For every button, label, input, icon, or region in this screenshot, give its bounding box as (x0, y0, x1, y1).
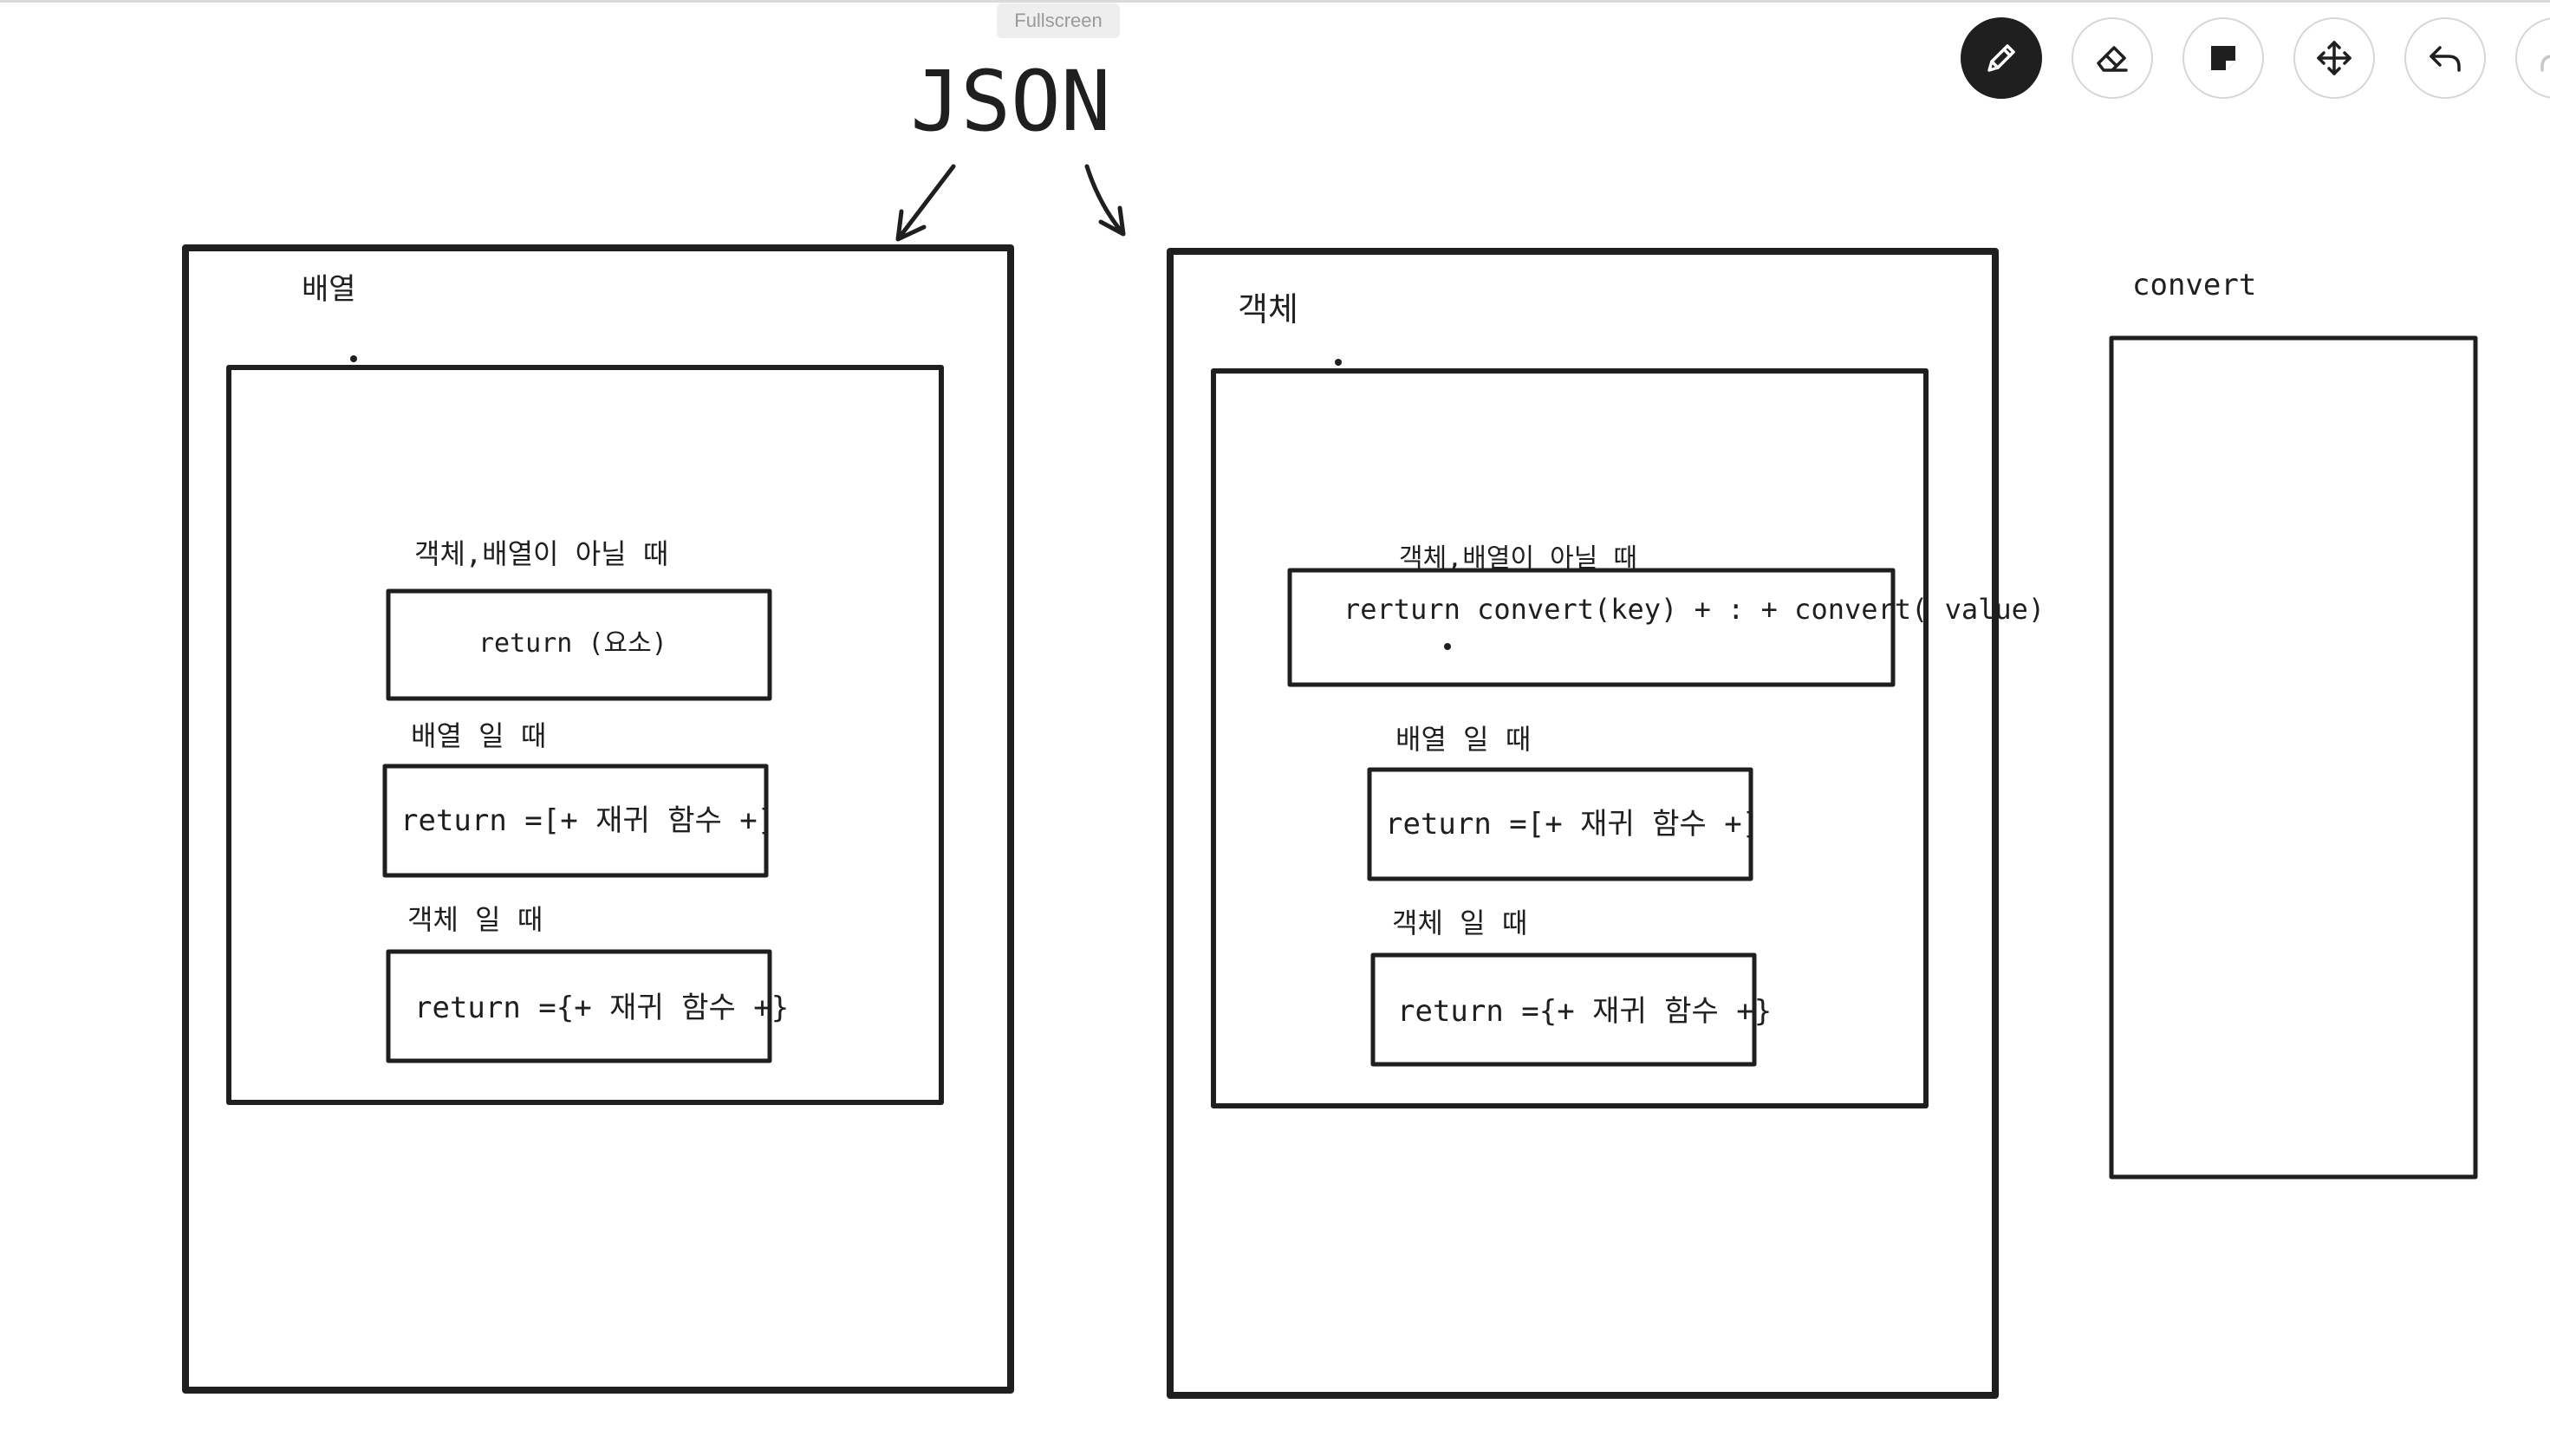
pen-tool-button[interactable] (1961, 17, 2042, 99)
convert-heading: convert (2132, 268, 2256, 302)
move-tool-button[interactable] (2293, 17, 2375, 99)
array-ink-dot (350, 355, 357, 362)
undo-tool-button[interactable] (2404, 17, 2486, 99)
eraser-tool-button[interactable] (2072, 17, 2153, 99)
drawing-toolbar (1961, 17, 2550, 104)
array-outer-frame (182, 244, 1014, 1394)
array-object-box (386, 949, 772, 1063)
object-heading: 객체 (1238, 290, 1298, 328)
object-case-not-object-array: 객체,배열이 아닐 때 (1399, 543, 1637, 574)
object-inner-frame (1211, 368, 1929, 1108)
object-object-box (1370, 952, 1757, 1067)
array-case-array: 배열 일 때 (411, 719, 546, 752)
fullscreen-button[interactable]: Fullscreen (997, 3, 1120, 38)
object-case-array: 배열 일 때 (1395, 723, 1531, 756)
array-heading: 배열 (302, 272, 356, 307)
redo-tool-button[interactable] (2515, 17, 2550, 99)
array-case-not-object-array: 객체,배열이 아닐 때 (414, 537, 668, 570)
object-return-object: return ={+ 재귀 함수 +} (1397, 994, 1772, 1029)
pencil-icon (1987, 44, 2015, 72)
arrow-to-array (895, 164, 956, 242)
board-title: JSON (910, 53, 1110, 150)
convert-box-ink-dot (1444, 643, 1451, 650)
move-arrows-icon (2317, 41, 2352, 75)
array-inner-frame (226, 365, 944, 1105)
sticky-note-tool-button[interactable] (2182, 17, 2264, 99)
object-convert-box (1287, 568, 1896, 687)
array-array-box (382, 764, 769, 878)
undo-icon (2430, 46, 2461, 72)
object-array-box (1367, 767, 1753, 881)
array-return-object: return ={+ 재귀 함수 +} (414, 991, 789, 1025)
object-outer-frame (1167, 248, 1999, 1399)
array-element-box (386, 588, 772, 701)
eraser-icon (2097, 46, 2128, 72)
arrow-to-object (1084, 164, 1126, 237)
object-ink-dot (1335, 359, 1342, 366)
object-case-object: 객체 일 때 (1392, 907, 1527, 939)
array-return-array: return =[+ 재귀 함수 +] (400, 803, 775, 838)
object-return-convert: rerturn convert(key) + : + convert( valu… (1343, 593, 2045, 626)
object-return-array: return =[+ 재귀 함수 +] (1385, 807, 1760, 842)
redo-icon (2540, 55, 2550, 72)
array-case-object: 객체 일 때 (407, 903, 543, 936)
convert-frame (2109, 335, 2478, 1180)
sticky-note-icon (2211, 46, 2235, 70)
array-return-element: return (요소) (478, 628, 667, 659)
top-divider (0, 0, 2550, 3)
